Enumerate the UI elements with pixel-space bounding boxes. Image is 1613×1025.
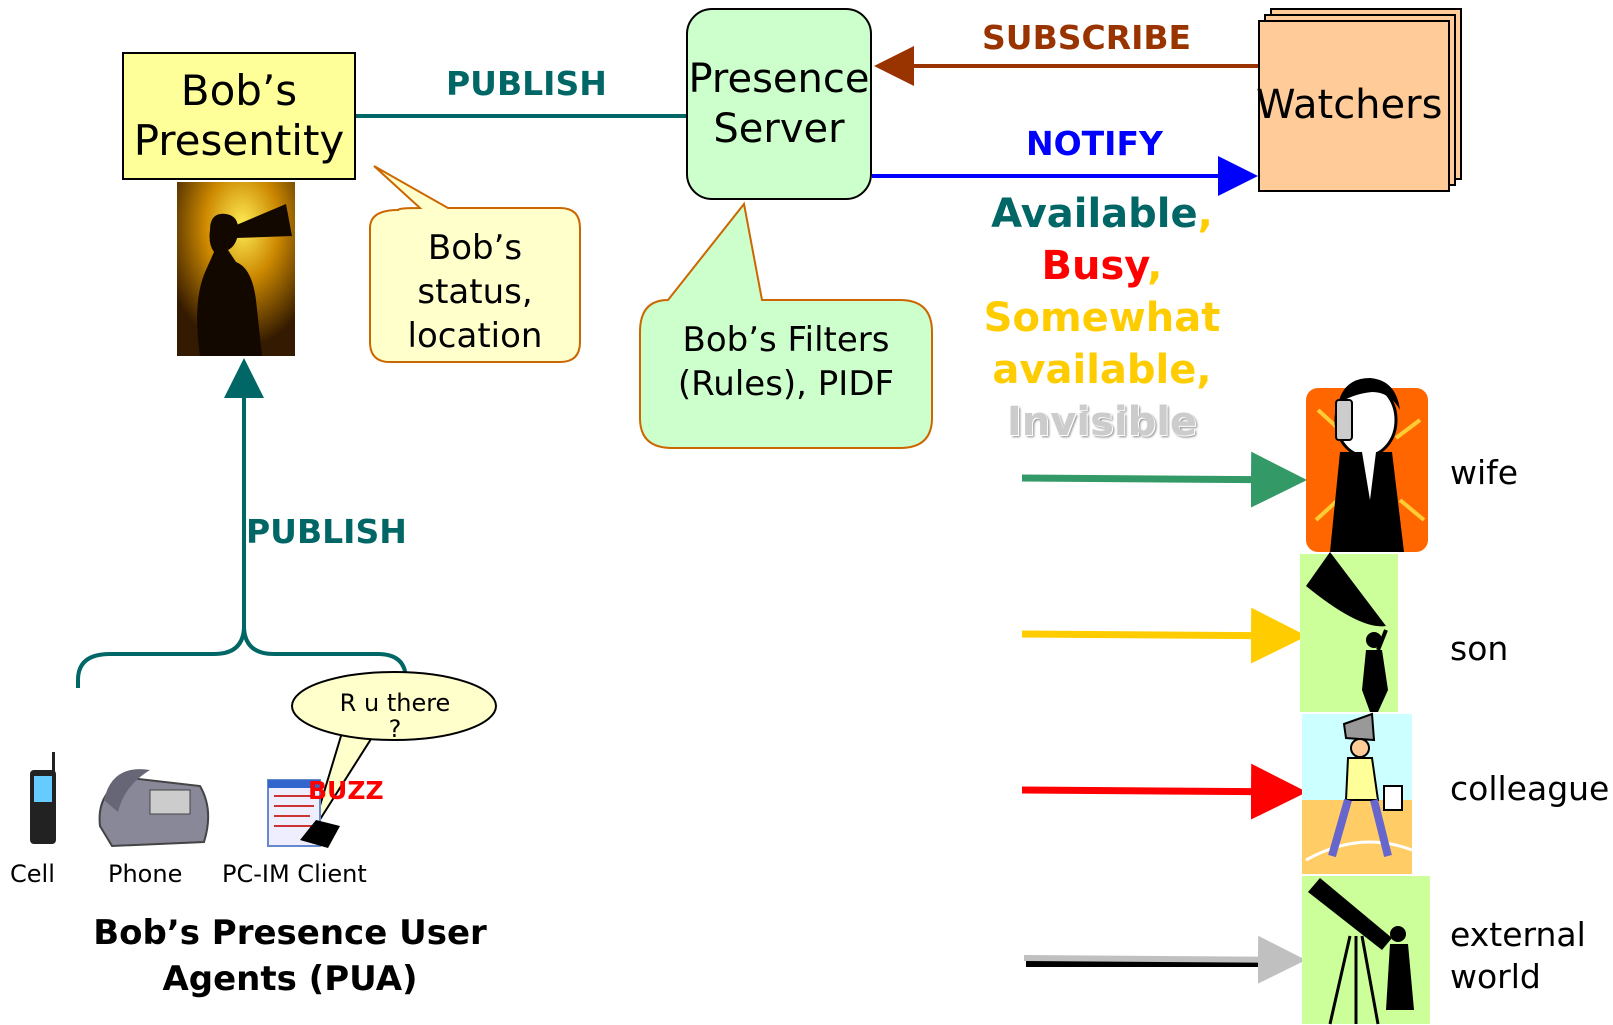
son-megaphone-image (1300, 552, 1398, 712)
server-line2: Server (713, 106, 845, 152)
device-label-pc: PC-IM Client (222, 860, 367, 888)
notify-label: NOTIFY (1026, 124, 1163, 163)
watcher-label-wife: wife (1450, 453, 1519, 492)
pc-im-client-icon (267, 779, 340, 848)
publish-top-label: PUBLISH (446, 64, 607, 103)
arrow-to-wife (1021, 451, 1307, 508)
watchers-label: Watchers (1256, 82, 1443, 128)
publish-left-label: PUBLISH (246, 512, 407, 551)
watcher-label-external: external (1450, 915, 1586, 954)
subscribe-label: SUBSCRIBE (982, 18, 1192, 57)
server-line1: Presence (688, 56, 870, 102)
presentity-line1: Bob’s (180, 66, 298, 115)
buzz-label: BUZZ (308, 776, 384, 805)
state-available: Available (991, 191, 1198, 237)
presence-server-box: Presence Server (686, 8, 872, 200)
cell-phone-icon (30, 752, 56, 844)
filters-callout-text: Bob’s Filters (Rules), PIDF (642, 318, 930, 406)
state-separator: , (1196, 347, 1212, 393)
arrow-to-son (1021, 607, 1307, 664)
presentity-line2: Presentity (133, 116, 345, 165)
watcher-label-son: son (1450, 629, 1509, 668)
im-bubble-line1: R u there (339, 689, 451, 717)
status-callout-shape (369, 165, 581, 363)
im-bubble-text: R u there ? (300, 690, 490, 742)
status-callout-line3: location (407, 316, 543, 356)
im-bubble-line2: ? (388, 715, 402, 743)
megaphone-person-image (177, 182, 295, 356)
watcher-label-world: world (1450, 957, 1541, 996)
state-separator: , (1147, 243, 1163, 289)
status-callout-text: Bob’s status, location (372, 226, 578, 358)
wife-phone-image (1306, 378, 1428, 552)
device-label-cell: Cell (10, 860, 55, 888)
pua-title-line2: Agents (PUA) (162, 959, 418, 999)
im-bubble (291, 671, 497, 741)
filters-callout-line2: (Rules), PIDF (677, 364, 895, 404)
colleague-megaphone-image (1302, 712, 1413, 874)
status-callout-line1: Bob’s (427, 228, 523, 268)
telescope-image (1302, 876, 1430, 1025)
arrow-to-external-world-shadow (1023, 935, 1306, 984)
pua-title-line1: Bob’s Presence User (93, 913, 487, 953)
pua-title: Bob’s Presence User Agents (PUA) (60, 910, 520, 1002)
filters-callout-shape (639, 201, 933, 449)
state-busy: Busy (1041, 243, 1148, 289)
status-callout-line2: status, (417, 272, 533, 312)
presentity-box: Bob’s Presentity (122, 52, 356, 180)
desk-phone-icon (98, 769, 210, 848)
watcher-label-colleague: colleague (1450, 769, 1610, 808)
state-somewhat-line1: Somewhat (983, 295, 1221, 341)
state-separator: , (1197, 191, 1213, 237)
watchers-card-front (1258, 20, 1450, 192)
device-label-phone: Phone (108, 860, 183, 888)
state-invisible: Invisible (1006, 399, 1198, 445)
state-somewhat-line2: available (992, 347, 1197, 393)
filters-callout-line1: Bob’s Filters (682, 320, 890, 360)
arrow-to-colleague (1021, 763, 1307, 820)
watcher-label-external-world: external world (1450, 914, 1586, 998)
presence-states: Available, Busy, Somewhat available, Inv… (960, 188, 1244, 448)
